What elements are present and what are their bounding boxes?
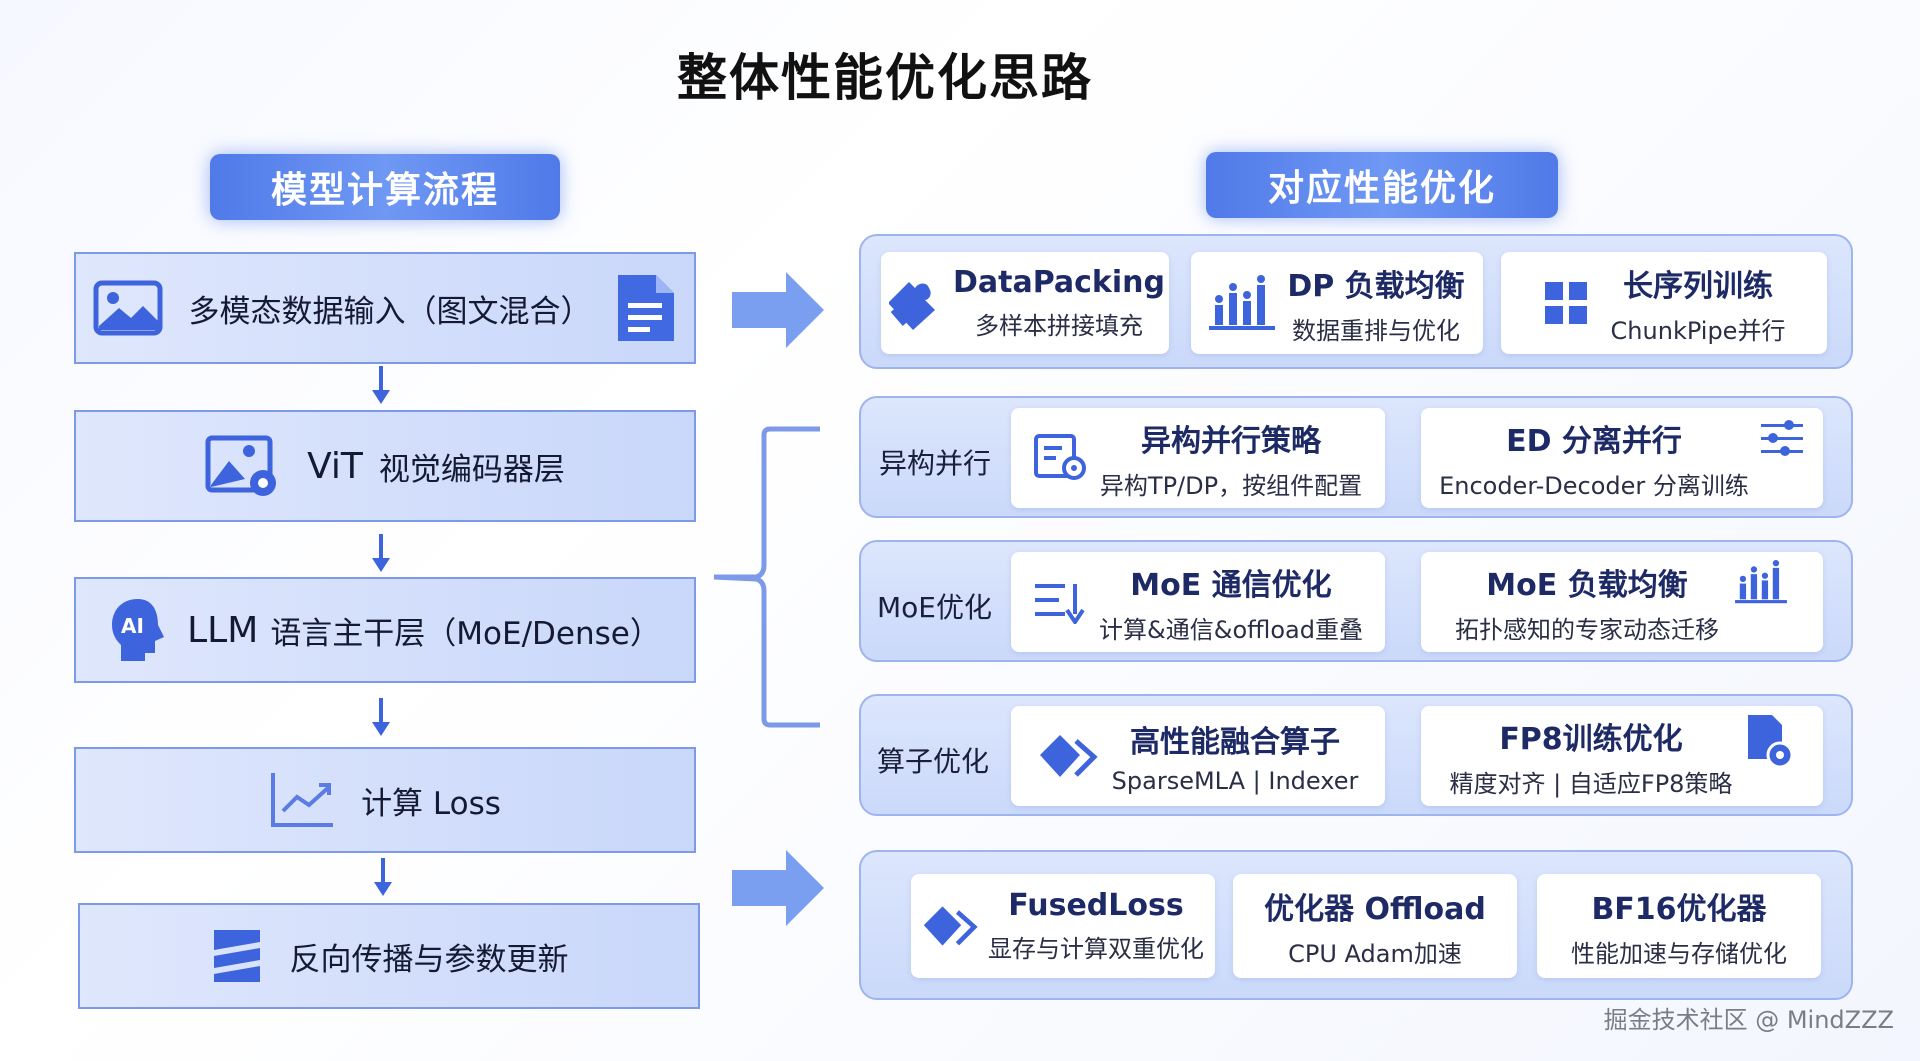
watermark: 掘金技术社区 @ MindZZZ — [1603, 1006, 1894, 1034]
card-title: 异构并行策略 — [1140, 423, 1321, 459]
card-title: FP8训练优化 — [1499, 721, 1683, 757]
flow-arrow-1 — [372, 366, 390, 404]
card-subtitle: 拓扑感知的专家动态迁移 — [1455, 615, 1719, 644]
flow-arrow-2 — [372, 534, 390, 572]
step-backward: 反向传播与参数更新 — [78, 903, 700, 1009]
step-label-backward: 反向传播与参数更新 — [289, 941, 569, 978]
diamond-link-icon — [922, 904, 978, 948]
step-loss: 计算 Loss — [74, 747, 696, 853]
sliders-icon — [1759, 419, 1805, 457]
group-backward-optimization: FusedLoss 显存与计算双重优化 优化器 Offload CPU Adam… — [859, 850, 1853, 1000]
card-moe-comm: MoE 通信优化 计算&通信&offload重叠 — [1011, 552, 1385, 652]
card-title: FusedLoss — [1008, 888, 1184, 923]
group-label: 算子优化 — [877, 745, 990, 778]
document-gear-icon — [1746, 713, 1794, 769]
diamond-link-icon — [1038, 733, 1098, 779]
card-hetero-strategy: 异构并行策略 异构TP/DP，按组件配置 — [1011, 408, 1385, 508]
bar-chart-icon — [1733, 560, 1789, 604]
step-label-vit-desc: 视觉编码器层 — [378, 451, 565, 488]
group-data-optimization: DataPacking 多样本拼接填充 DP 负载均衡 数据重排与优化 长序列训… — [859, 234, 1853, 369]
card-dp-balance: DP 负载均衡 数据重排与优化 — [1191, 252, 1483, 354]
card-subtitle: 性能加速与存储优化 — [1571, 939, 1787, 968]
card-bf16-optimizer: BF16优化器 性能加速与存储优化 — [1537, 874, 1821, 978]
left-header-pill: 模型计算流程 — [210, 154, 560, 220]
right-header-pill: 对应性能优化 — [1206, 152, 1558, 218]
card-fusedloss: FusedLoss 显存与计算双重优化 — [911, 874, 1215, 978]
group-operator-optimization: 算子优化 高性能融合算子 SparseMLA | Indexer FP8训练优化… — [859, 694, 1853, 816]
grid-icon — [1543, 280, 1589, 326]
image-settings-icon — [205, 435, 281, 497]
step-label-loss: 计算 Loss — [361, 785, 501, 822]
card-subtitle: CPU Adam加速 — [1288, 939, 1462, 968]
group-label: MoE优化 — [877, 591, 992, 624]
card-subtitle: 计算&通信&offload重叠 — [1099, 615, 1363, 644]
card-fp8-training: FP8训练优化 精度对齐 | 自适应FP8策略 — [1421, 706, 1823, 806]
card-subtitle: Encoder-Decoder 分离训练 — [1439, 471, 1749, 500]
sort-list-icon — [1033, 580, 1085, 624]
step-label-vit: ViT — [307, 445, 363, 487]
card-title: MoE 负载均衡 — [1486, 567, 1688, 603]
card-subtitle: 多样本拼接填充 — [974, 312, 1143, 340]
step-multimodal-input: 多模态数据输入（图文混合） — [74, 252, 696, 364]
right-arrow-top — [732, 272, 824, 348]
document-icon — [614, 271, 678, 345]
card-datapacking: DataPacking 多样本拼接填充 — [881, 252, 1169, 354]
card-title: MoE 通信优化 — [1130, 567, 1332, 603]
card-moe-balance: MoE 负载均衡 拓扑感知的专家动态迁移 — [1421, 552, 1823, 652]
group-hetero-parallel: 异构并行 异构并行策略 异构TP/DP，按组件配置 ED 分离并行 Encode… — [859, 396, 1853, 518]
card-subtitle: 显存与计算双重优化 — [988, 935, 1204, 963]
trend-chart-icon — [269, 771, 335, 829]
bracket-connector — [713, 426, 820, 728]
step-vit: ViT 视觉编码器层 — [74, 410, 696, 522]
page-title: 整体性能优化思路 — [677, 49, 1093, 107]
card-title: BF16优化器 — [1591, 891, 1767, 927]
card-subtitle: ChunkPipe并行 — [1610, 316, 1786, 345]
card-title: DP 负载均衡 — [1287, 268, 1465, 304]
card-subtitle: 精度对齐 | 自适应FP8策略 — [1449, 769, 1733, 798]
bar-chart-icon — [1209, 275, 1276, 331]
step-label: 多模态数据输入（图文混合） — [188, 293, 592, 330]
card-ed-parallel: ED 分离并行 Encoder-Decoder 分离训练 — [1421, 408, 1823, 508]
card-subtitle: 数据重排与优化 — [1292, 316, 1460, 345]
step-label-llm: LLM — [187, 609, 259, 651]
group-label: 异构并行 — [879, 447, 992, 480]
card-title: 高性能融合算子 — [1129, 725, 1340, 760]
card-subtitle: SparseMLA | Indexer — [1111, 767, 1359, 795]
settings-panel-icon — [1033, 434, 1086, 482]
flow-arrow-4 — [374, 858, 392, 896]
layers-icon — [210, 926, 264, 986]
card-fused-operator: 高性能融合算子 SparseMLA | Indexer — [1011, 706, 1385, 806]
svg-text:AI: AI — [121, 614, 144, 638]
card-optimizer-offload: 优化器 Offload CPU Adam加速 — [1233, 874, 1517, 978]
card-title: 优化器 Offload — [1264, 891, 1486, 927]
step-llm: AI LLM 语言主干层（MoE/Dense） — [74, 577, 696, 683]
ai-head-icon: AI — [109, 597, 167, 663]
step-label-llm-desc: 语言主干层（MoE/Dense） — [270, 615, 661, 652]
group-moe-optimization: MoE优化 MoE 通信优化 计算&通信&offload重叠 MoE 负载均衡 … — [859, 540, 1853, 662]
card-long-sequence: 长序列训练 ChunkPipe并行 — [1501, 252, 1827, 354]
flow-arrow-3 — [372, 698, 390, 736]
image-icon — [93, 280, 163, 336]
card-title: DataPacking — [952, 265, 1165, 300]
right-arrow-bottom — [732, 850, 824, 926]
card-title: 长序列训练 — [1623, 268, 1773, 304]
card-title: ED 分离并行 — [1506, 423, 1682, 459]
card-subtitle: 异构TP/DP，按组件配置 — [1099, 471, 1363, 500]
puzzle-icon — [885, 274, 943, 332]
